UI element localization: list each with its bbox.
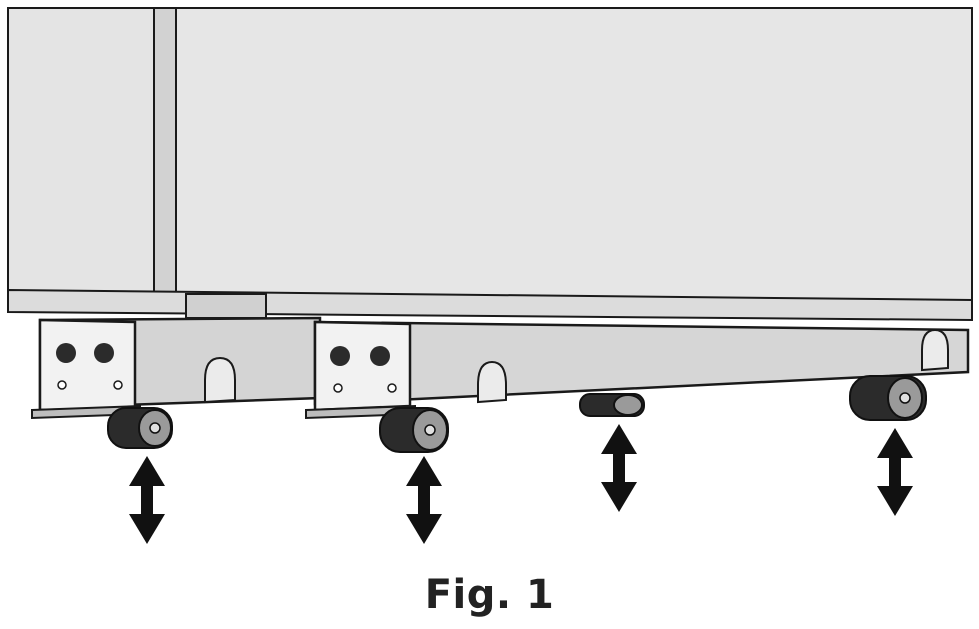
double-arrow-icon — [129, 456, 165, 544]
adjust-screw-icon — [330, 346, 350, 366]
adjust-screw-icon — [56, 343, 76, 363]
double-arrow-icon — [601, 424, 637, 512]
left-cabinet-panel — [7, 7, 159, 297]
caster-wheel-rear-middle — [579, 393, 645, 417]
leveling-illustration — [7, 7, 973, 544]
double-arrow-icon — [877, 428, 913, 516]
left-base-frame — [31, 316, 322, 420]
cabinet-divider — [153, 7, 177, 297]
figure-caption: Fig. 1 — [424, 572, 555, 618]
right-cabinet-panel — [175, 7, 973, 301]
adjust-screw-icon — [370, 346, 390, 366]
height-adjust-arrows — [129, 424, 913, 544]
caster-wheel-front-left — [107, 407, 173, 449]
right-base-frame — [305, 320, 970, 420]
caster-wheel-front-right — [379, 407, 449, 453]
caster-wheels — [107, 375, 927, 453]
center-connector — [185, 293, 267, 319]
cabinet-panels — [7, 7, 973, 322]
caster-wheel-rear-right — [849, 375, 927, 421]
adjust-screw-icon — [94, 343, 114, 363]
double-arrow-icon — [406, 456, 442, 544]
